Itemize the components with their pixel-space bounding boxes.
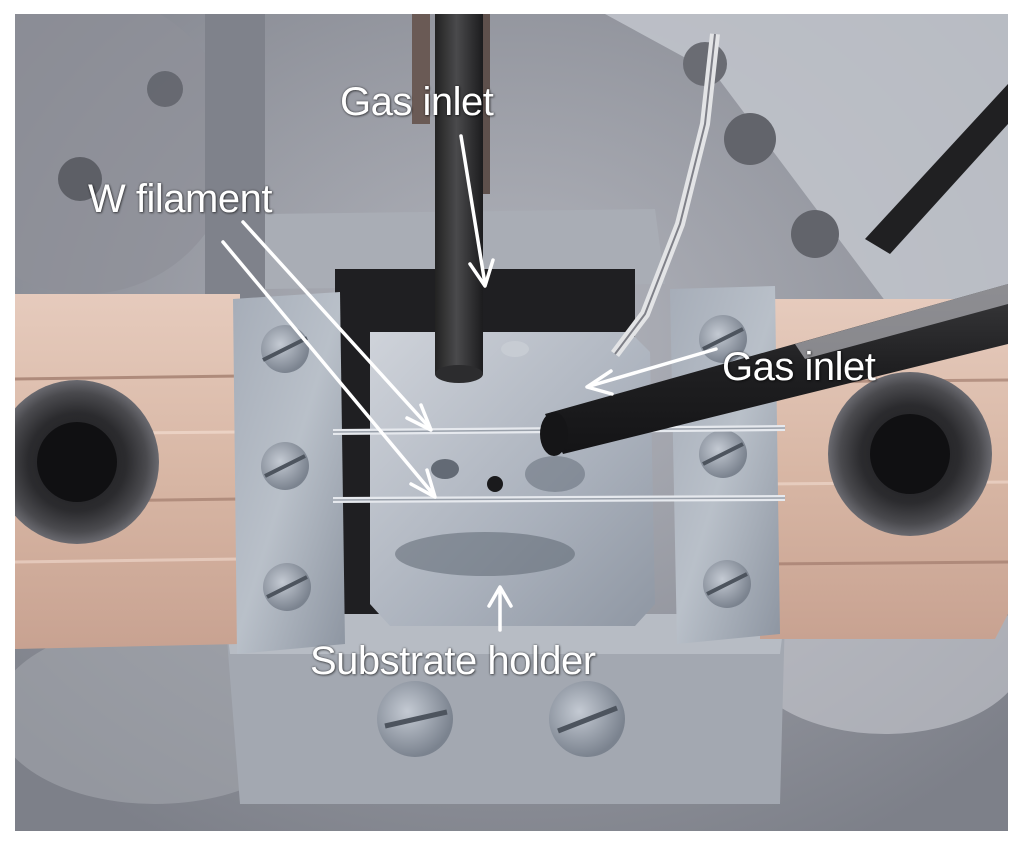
apparatus-photo bbox=[15, 14, 1008, 831]
gas-inlet-top-label: Gas inlet bbox=[340, 80, 494, 124]
photo-frame: Gas inlet W filament Gas inlet Substrate… bbox=[15, 14, 1008, 831]
gas-inlet-right-label: Gas inlet bbox=[722, 345, 876, 389]
w-filament-label: W filament bbox=[88, 177, 272, 221]
substrate-holder-label: Substrate holder bbox=[310, 639, 596, 683]
